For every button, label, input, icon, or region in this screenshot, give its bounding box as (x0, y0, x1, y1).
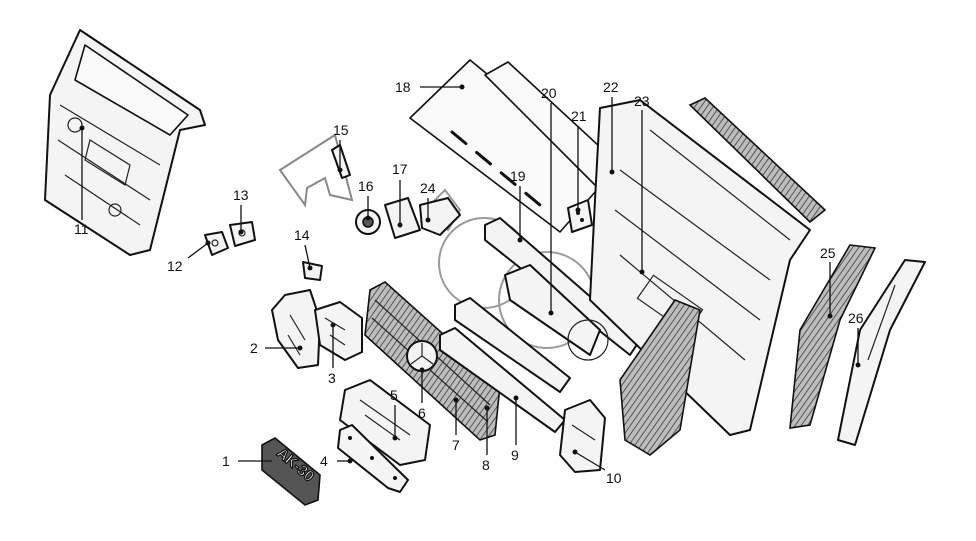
callout-5: 5 (390, 387, 398, 403)
callout-6: 6 (418, 405, 426, 421)
cross-member-20 (504, 264, 609, 361)
callout-16: 16 (358, 178, 374, 194)
callout-1: 1 (222, 453, 230, 469)
small-part-21 (567, 199, 593, 233)
callout-18: 18 (395, 79, 411, 95)
callout-11: 11 (74, 221, 89, 237)
callout-3: 3 (328, 370, 336, 386)
callout-21: 21 (571, 108, 587, 124)
leader-dots (79, 84, 861, 464)
callout-24: 24 (420, 180, 436, 196)
pillar-left (619, 299, 701, 456)
leader-lines (81, 86, 859, 471)
clip-14 (302, 261, 323, 281)
cross-member-19 (484, 217, 641, 356)
callout-labels: 1 2 3 4 5 6 7 8 9 10 11 12 13 14 15 16 1… (74, 79, 864, 486)
callout-13: 13 (233, 187, 249, 203)
callout-8: 8 (482, 457, 490, 473)
front-panel-frame (44, 29, 206, 256)
corner-cover-2 (271, 289, 321, 369)
callout-10: 10 (606, 470, 622, 486)
callout-15: 15 (333, 122, 349, 138)
emblem-6 (406, 340, 438, 372)
bracket-17 (384, 197, 421, 239)
callout-7: 7 (452, 437, 460, 453)
callout-12: 12 (167, 258, 183, 274)
bracket-strip-4 (337, 424, 409, 493)
side-trim-26 (837, 259, 926, 446)
callout-25: 25 (820, 245, 836, 261)
callout-23: 23 (634, 93, 650, 109)
bracket-12 (204, 231, 229, 256)
callout-9: 9 (511, 447, 519, 463)
callout-4: 4 (320, 453, 328, 469)
bracket-24 (419, 197, 461, 236)
callout-2: 2 (250, 340, 258, 356)
callout-22: 22 (603, 79, 619, 95)
side-cover-10 (559, 399, 606, 473)
callout-14: 14 (294, 227, 310, 243)
nameplate-1: AK-30 (261, 437, 321, 506)
callout-26: 26 (848, 310, 864, 326)
block-cover-3 (314, 301, 363, 361)
grille-bar-9 (439, 297, 571, 433)
top-strip (688, 97, 827, 224)
callout-19: 19 (510, 168, 526, 184)
callout-20: 20 (541, 85, 557, 101)
callout-17: 17 (392, 161, 408, 177)
pillar-25 (789, 244, 877, 429)
